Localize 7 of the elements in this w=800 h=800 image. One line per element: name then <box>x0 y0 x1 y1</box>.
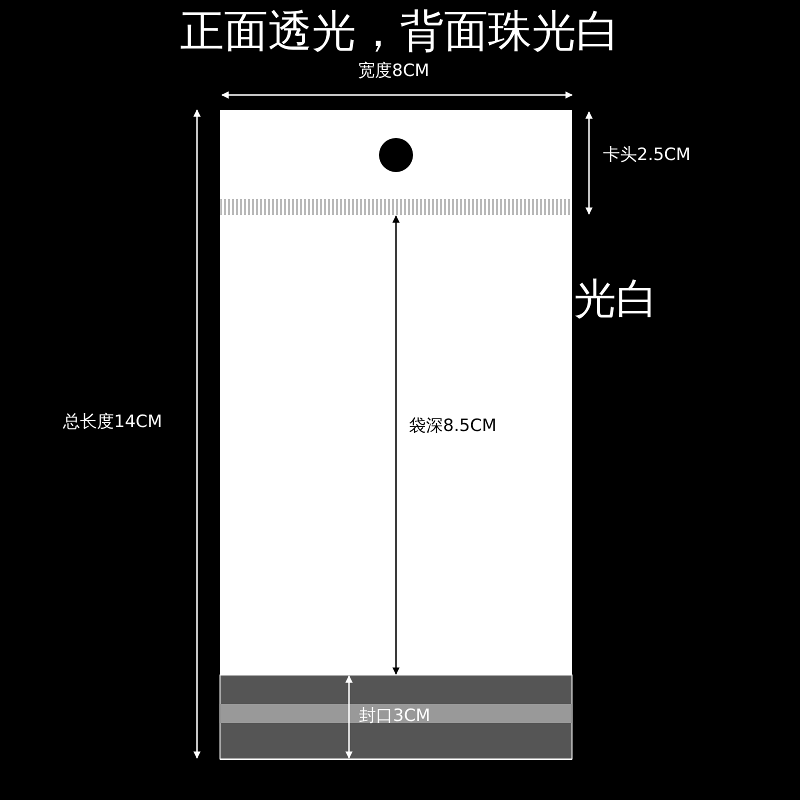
dimension-label: 宽度8CM <box>358 62 430 81</box>
heading-text: 光白 <box>574 276 658 322</box>
dimension-label: 总长度14CM <box>63 413 162 432</box>
dimension-label: 袋深8.5CM <box>409 417 497 436</box>
dimension-label: 封口3CM <box>359 707 430 726</box>
dimension-label: 卡头2.5CM <box>603 146 691 165</box>
title: 正面透光，背面珠光白 <box>179 8 621 56</box>
